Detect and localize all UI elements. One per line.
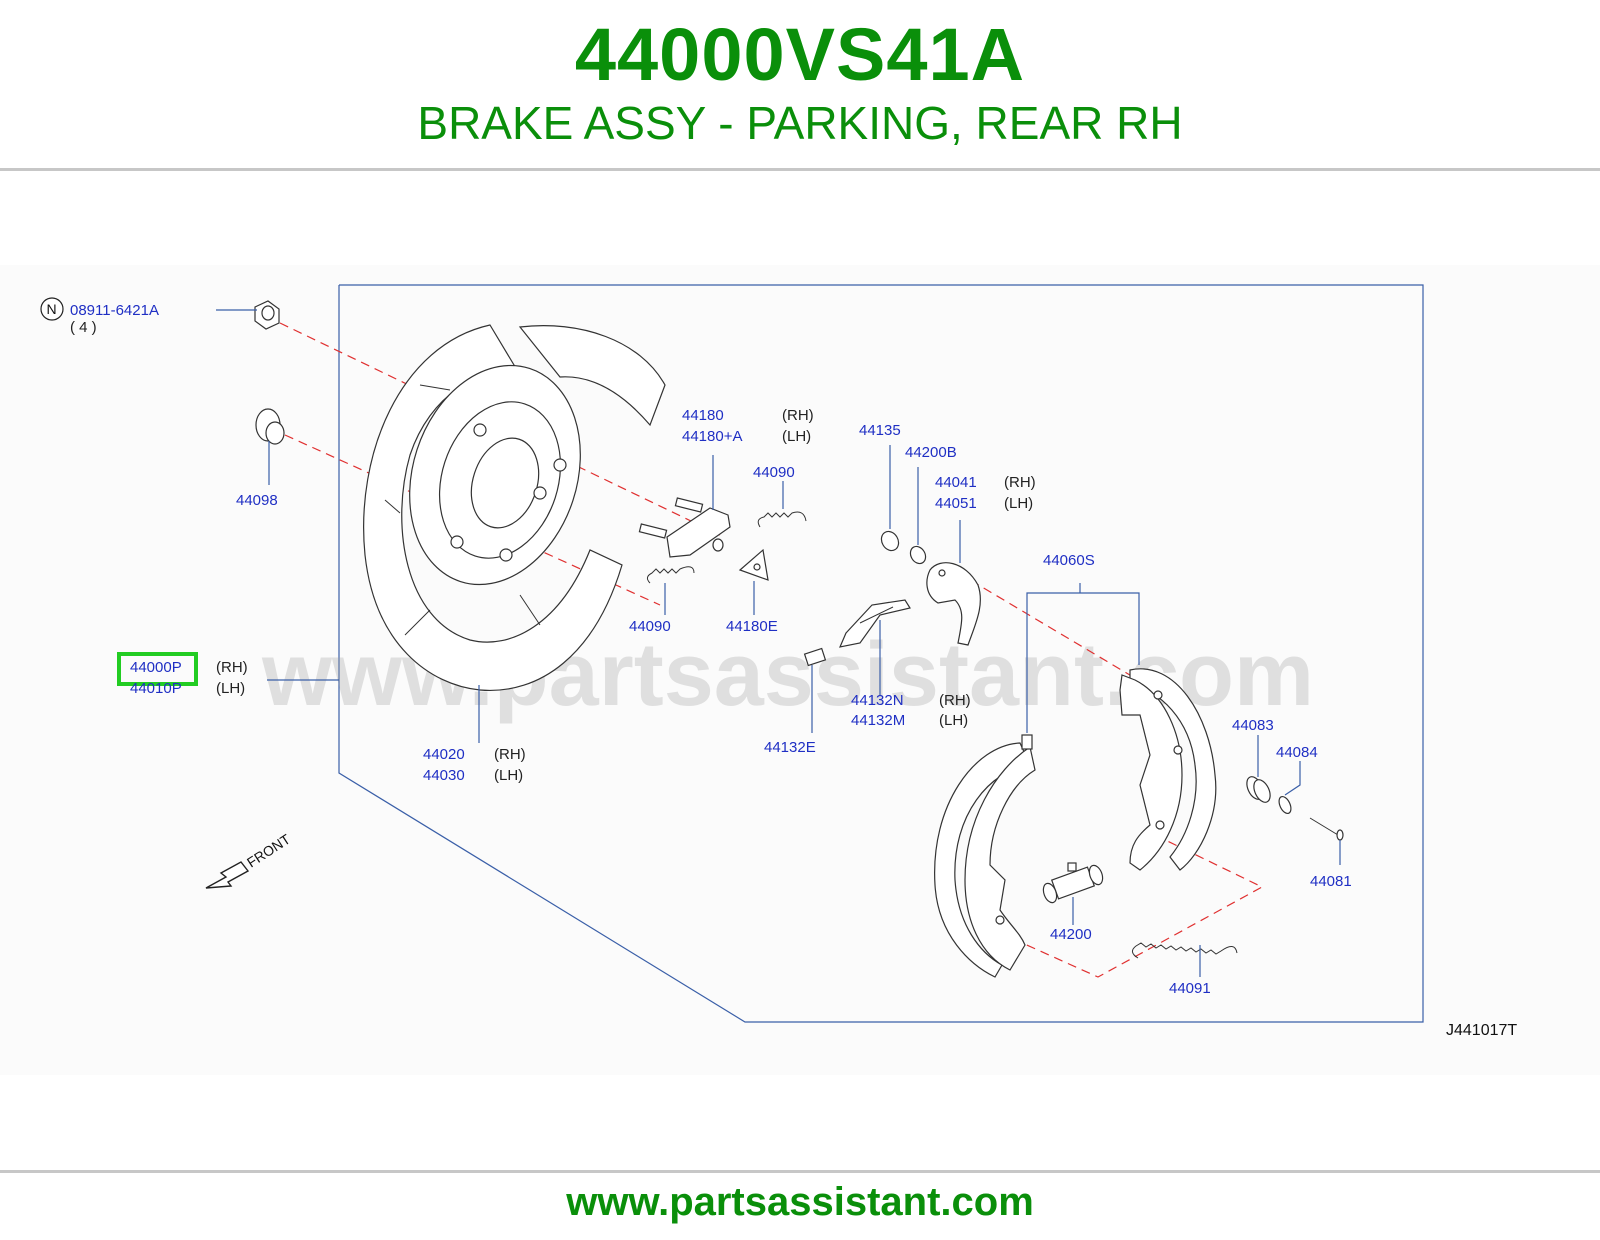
n-symbol-circle xyxy=(40,297,64,321)
callout-44135[interactable]: 44135 xyxy=(859,422,901,439)
callout-44098[interactable]: 44098 xyxy=(236,492,278,509)
washer-44200b xyxy=(909,545,927,565)
callout-44180e[interactable]: 44180E xyxy=(726,618,778,635)
callout-44132m-side: (LH) xyxy=(939,712,968,729)
callout-44132n-side: (RH) xyxy=(939,692,971,709)
bushing-44098 xyxy=(255,408,285,445)
backing-plate-44020 xyxy=(363,324,666,691)
callout-44000p-side: (RH) xyxy=(216,659,248,676)
callout-44180a-side: (LH) xyxy=(782,428,811,445)
callout-nut-qty: ( 4 ) xyxy=(70,319,97,336)
callout-44090-upper[interactable]: 44090 xyxy=(753,464,795,481)
part-description: BRAKE ASSY - PARKING, REAR RH xyxy=(417,97,1183,149)
callout-44060s[interactable]: 44060S xyxy=(1043,552,1095,569)
callout-44041-side: (RH) xyxy=(1004,474,1036,491)
callout-44200b[interactable]: 44200B xyxy=(905,444,957,461)
callout-44091[interactable]: 44091 xyxy=(1169,980,1211,997)
leader-44084 xyxy=(1284,761,1301,796)
callout-44020-side: (RH) xyxy=(494,746,526,763)
drawing-code: J441017T xyxy=(1446,1022,1517,1039)
assembly-line-bolt xyxy=(284,434,661,606)
callout-44030[interactable]: 44030 xyxy=(423,767,465,784)
parts-diagram: www.partsassistant.com xyxy=(0,265,1600,1075)
callout-44041[interactable]: 44041 xyxy=(935,474,977,491)
brake-shoe-front xyxy=(934,734,1036,978)
brake-shoe-rear xyxy=(1119,668,1217,871)
wheel-cylinder-44200 xyxy=(1042,862,1104,904)
nut-08911-6421a xyxy=(254,300,280,330)
callout-44132m[interactable]: 44132M xyxy=(851,712,905,729)
callout-44010p-side: (LH) xyxy=(216,680,245,697)
footer-url[interactable]: www.partsassistant.com xyxy=(566,1180,1034,1224)
lever-44041 xyxy=(926,562,981,646)
callout-44180[interactable]: 44180 xyxy=(682,407,724,424)
spring-44132e xyxy=(803,647,827,667)
adjuster-44132n xyxy=(838,599,911,648)
callout-44132e[interactable]: 44132E xyxy=(764,739,816,756)
assembly-line-adjuster xyxy=(999,834,1264,978)
callout-44180-side: (RH) xyxy=(782,407,814,424)
spring-44091 xyxy=(1132,942,1238,959)
callout-44030-side: (LH) xyxy=(494,767,523,784)
plate-44180e xyxy=(738,548,769,581)
callout-44132n[interactable]: 44132N xyxy=(851,692,904,709)
callout-44081[interactable]: 44081 xyxy=(1310,873,1352,890)
callout-44000p[interactable]: 44000P xyxy=(130,659,182,676)
callout-44084[interactable]: 44084 xyxy=(1276,744,1318,761)
callout-44090-lower[interactable]: 44090 xyxy=(629,618,671,635)
assembly-line-shoe xyxy=(944,564,1156,691)
spring-44090-upper xyxy=(757,511,807,528)
header-divider xyxy=(0,168,1600,171)
callout-08911-6421a[interactable]: 08911-6421A xyxy=(70,302,159,319)
spring-44083 xyxy=(1246,776,1271,803)
part-number-title: 44000VS41A xyxy=(574,13,1026,96)
footer-divider xyxy=(0,1170,1600,1173)
callout-44010p[interactable]: 44010P xyxy=(130,680,182,697)
callout-44051-side: (LH) xyxy=(1004,495,1033,512)
page-header: 44000VS41A BRAKE ASSY - PARKING, REAR RH xyxy=(0,0,1600,170)
callout-44051[interactable]: 44051 xyxy=(935,495,977,512)
callout-44083[interactable]: 44083 xyxy=(1232,717,1274,734)
washer-44135 xyxy=(880,530,900,552)
front-arrow-icon xyxy=(205,861,250,889)
highlight-box xyxy=(117,652,198,686)
n-symbol: N xyxy=(47,301,57,317)
spring-44090-lower xyxy=(646,566,695,584)
lever-44180 xyxy=(638,497,731,558)
leader-44060s xyxy=(1026,592,1140,733)
assembly-frame xyxy=(338,284,1424,1023)
washer-44084 xyxy=(1278,795,1292,815)
callout-44200[interactable]: 44200 xyxy=(1050,926,1092,943)
callout-44180a[interactable]: 44180+A xyxy=(682,428,742,445)
callout-44020[interactable]: 44020 xyxy=(423,746,465,763)
